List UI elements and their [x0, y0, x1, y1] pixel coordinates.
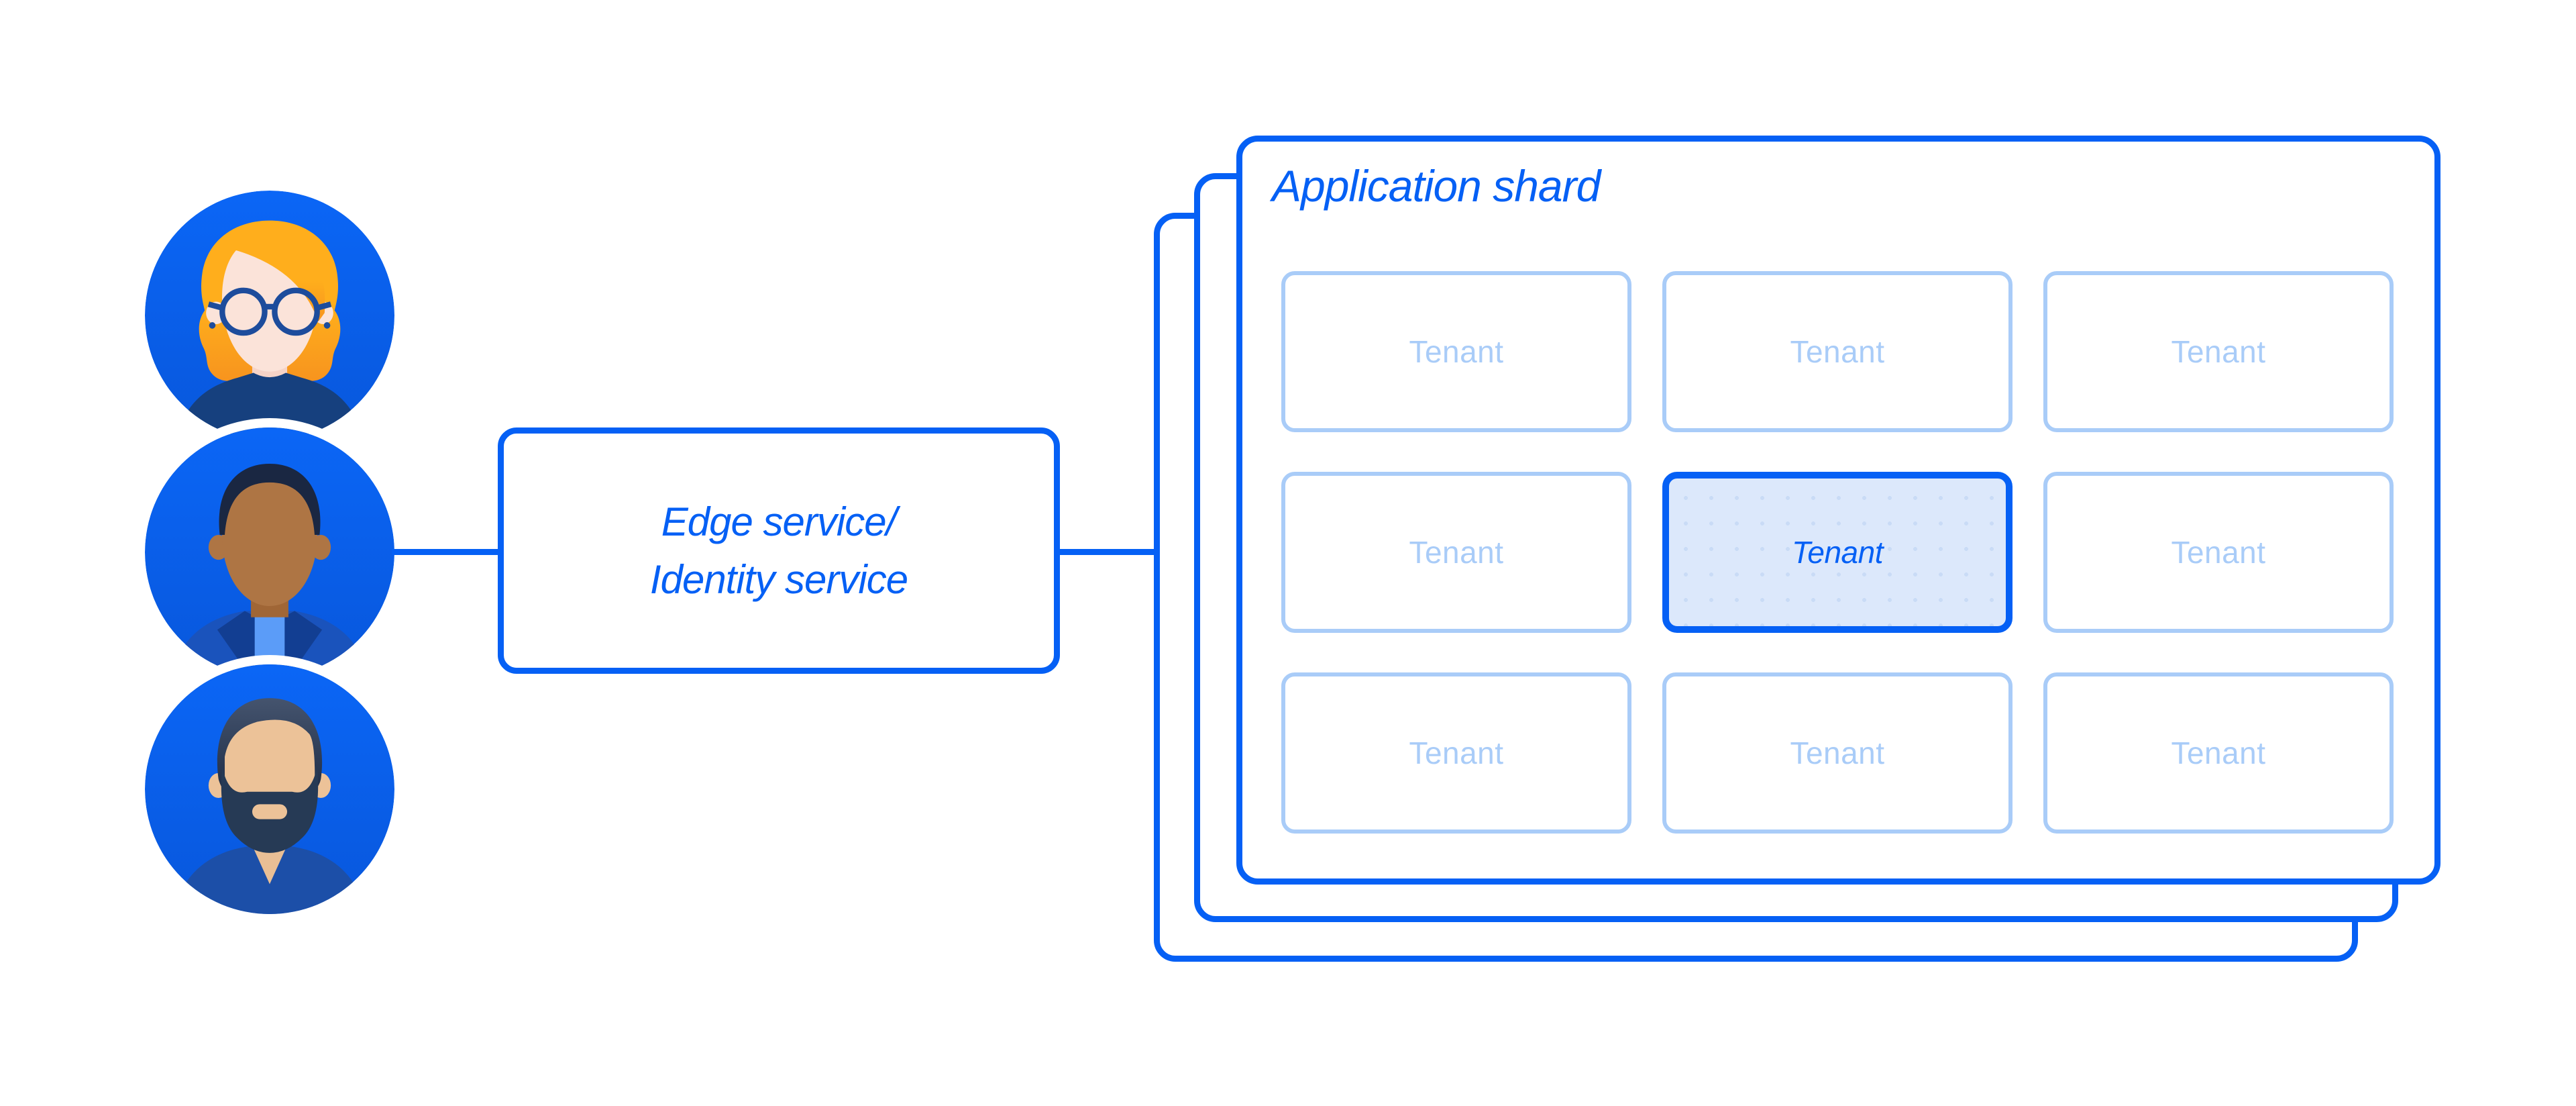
avatar-man-short-hair-icon	[145, 428, 394, 677]
application-shard-title: Application shard	[1272, 161, 1601, 211]
tenant-box: Tenant	[1281, 672, 1631, 834]
tenant-box-highlighted: Tenant	[1662, 472, 2012, 633]
edge-service-line1: Edge service/	[661, 499, 898, 545]
tenant-label: Tenant	[1409, 736, 1504, 770]
edge-identity-service-label: Edge service/ Identity service	[650, 493, 908, 607]
avatar-man-beard-icon	[145, 664, 394, 914]
tenant-box: Tenant	[2043, 271, 2394, 432]
tenant-label: Tenant	[2171, 535, 2266, 570]
tenant-label: Tenant	[1409, 535, 1504, 570]
tenant-label: Tenant	[1792, 535, 1884, 570]
tenant-grid: Tenant Tenant Tenant Tenant Tenant Tenan…	[1281, 271, 2394, 834]
connector-edge-to-shard	[1057, 549, 1159, 555]
tenant-label: Tenant	[2171, 736, 2266, 770]
application-shard-card: Application shard Tenant Tenant Tenant T…	[1236, 136, 2440, 885]
tenant-label: Tenant	[2171, 334, 2266, 369]
tenant-label: Tenant	[1409, 334, 1504, 369]
tenant-box: Tenant	[2043, 672, 2394, 834]
tenant-label: Tenant	[1790, 736, 1885, 770]
edge-service-line2: Identity service	[649, 556, 908, 602]
avatar-woman-glasses-icon	[145, 191, 394, 440]
edge-identity-service-box: Edge service/ Identity service	[498, 428, 1060, 674]
tenant-label: Tenant	[1790, 334, 1885, 369]
tenant-box: Tenant	[2043, 472, 2394, 633]
connector-users-to-edge	[392, 549, 500, 555]
tenant-box: Tenant	[1281, 472, 1631, 633]
tenant-box: Tenant	[1662, 672, 2012, 834]
tenant-box: Tenant	[1662, 271, 2012, 432]
tenant-box: Tenant	[1281, 271, 1631, 432]
